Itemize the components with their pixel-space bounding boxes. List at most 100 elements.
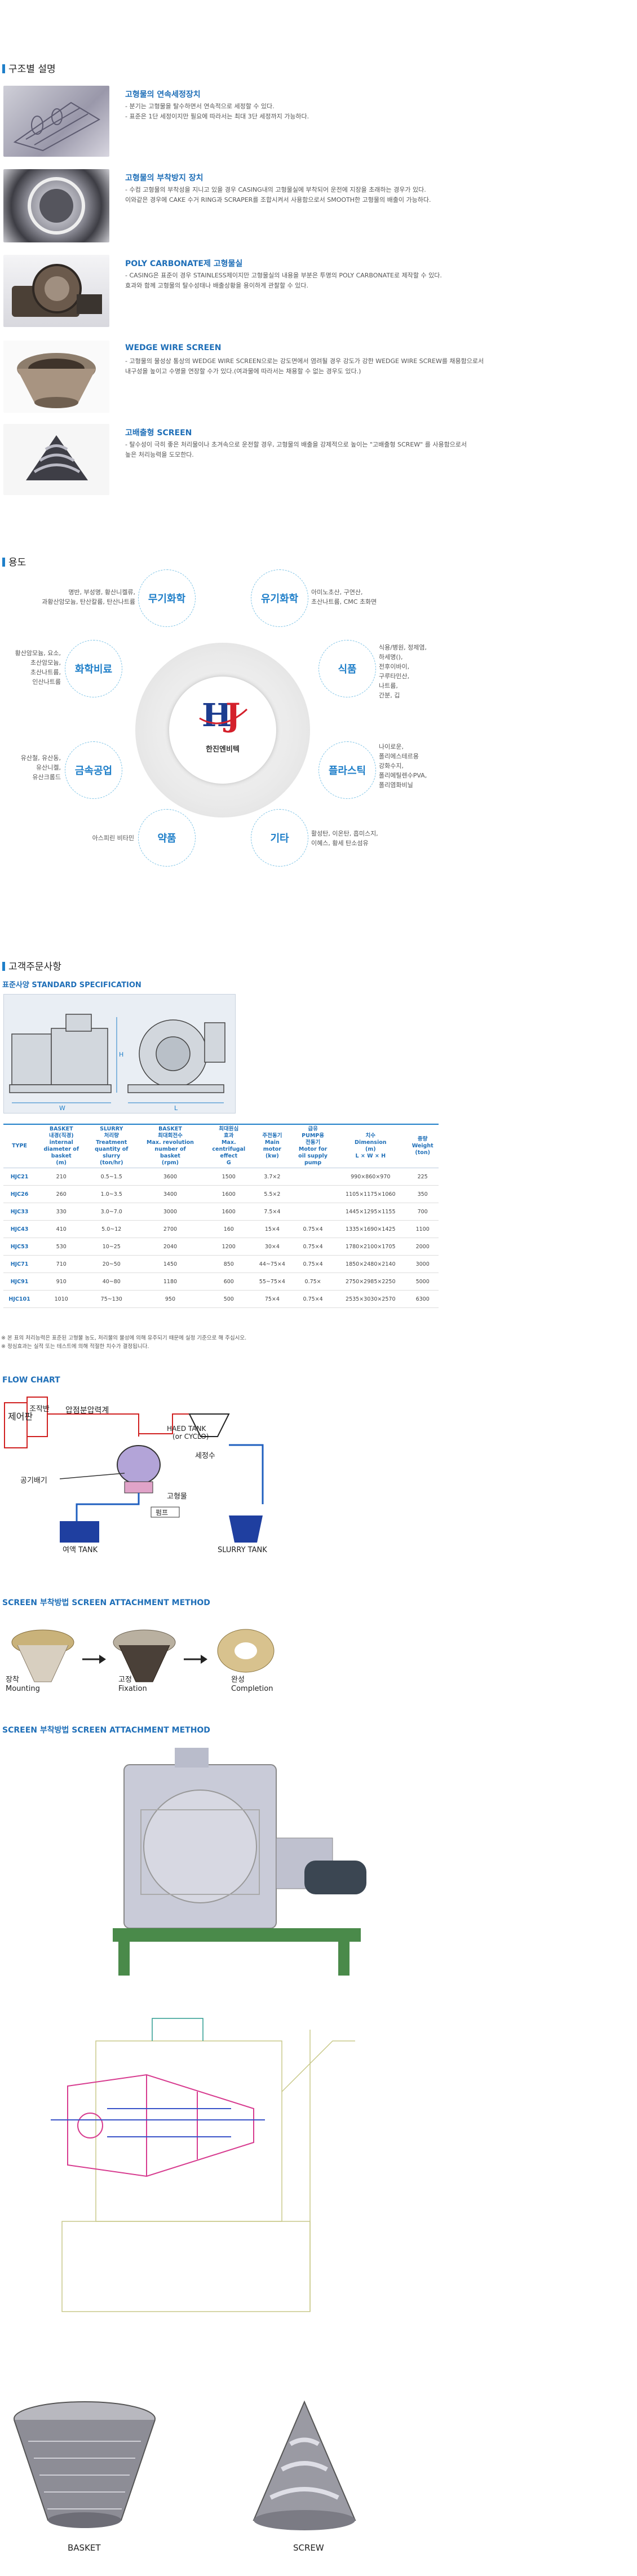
solids-label: 고형물	[167, 1492, 187, 1501]
use-label: 화학비료	[74, 664, 113, 675]
spec-cell: 6300	[406, 1290, 439, 1308]
section-title-structure: 구조별 설명	[2, 61, 56, 75]
spec-cell: 30×4	[253, 1238, 291, 1256]
pressure-gauge-label: 압점분압력계	[65, 1406, 109, 1415]
spec-header: 중량 Weight (ton)	[406, 1124, 439, 1168]
spec-cell: 260	[36, 1185, 87, 1203]
spec-cell: 44~75×4	[253, 1255, 291, 1273]
spec-cell: 2040	[136, 1238, 205, 1256]
anti-adhesion-device-image	[3, 169, 109, 242]
section-title-uses: 용도	[2, 554, 26, 568]
cross-section-drawing	[17, 2007, 383, 2323]
basket-photo	[6, 2396, 163, 2537]
use-inorganic: 무기화학	[138, 569, 196, 627]
spec-cell: 2000	[406, 1238, 439, 1256]
spec-cell: 1850×2480×2140	[334, 1255, 407, 1273]
feature-line: - 고형물의 물성상 통상의 WEDGE WIRE SCREEN으로는 강도면에…	[125, 357, 484, 365]
spec-cell: 10~25	[87, 1238, 136, 1256]
feature-line: 내구성을 높이고 수명을 연장할 수가 있다.(여과물에 따라서는 채용할 수 …	[125, 368, 361, 375]
spec-header: BASKET 최대회전수 Max. revolution number of b…	[136, 1124, 205, 1168]
spec-cell: 75×4	[253, 1290, 291, 1308]
feature-line: - 탈수성이 극히 좋은 처리물이나 초겨속으로 운전할 경우, 고형물의 배출…	[125, 441, 467, 448]
spec-cell: 1200	[204, 1238, 253, 1256]
feature-line: 이와같은 경우에 CAKE 수거 RING과 SCRAPER를 조합시켜서 사용…	[125, 196, 431, 204]
spec-cell: 1600	[204, 1203, 253, 1221]
spec-cell: 1335×1690×1425	[334, 1220, 407, 1238]
spec-cell: 1105×1175×1060	[334, 1185, 407, 1203]
spec-cell: 210	[36, 1168, 87, 1186]
spec-cell: 910	[36, 1272, 87, 1291]
operation-panel-label: 조작반	[29, 1405, 50, 1413]
use-desc: 아스피린 비타민	[92, 834, 134, 842]
spec-cell: 3000	[136, 1203, 205, 1221]
spec-cell: 1450	[136, 1255, 205, 1273]
spec-cell: 5.0~12	[87, 1220, 136, 1238]
spec-cell: 0.75×4	[291, 1220, 335, 1238]
spec-cell: 500	[204, 1290, 253, 1308]
spec-cell: 530	[36, 1238, 87, 1256]
spec-cell: 3000	[406, 1255, 439, 1273]
section-title-order: 고객주문사항	[2, 958, 61, 973]
spec-cell: 3600	[136, 1168, 205, 1186]
spec-cell: 2535×3030×2570	[334, 1290, 407, 1308]
use-desc: 식용/병원, 정제염,하세명(),전후이바이,구루타민산,나트륨,간분, 깁	[379, 644, 427, 699]
feature-title: 고형물의 연속세정장치	[125, 90, 201, 99]
model-cell: HJC53	[3, 1238, 36, 1256]
high-discharge-screen-image	[3, 424, 109, 495]
spec-cell: 15×4	[253, 1220, 291, 1238]
use-metal: 금속공업	[65, 741, 122, 799]
head-tank-label: HAED TANK	[167, 1425, 206, 1433]
pump-label: 펌프	[156, 1509, 168, 1517]
spec-cell: 410	[36, 1220, 87, 1238]
use-food: 식품	[319, 640, 376, 697]
spec-cell: 3.7×2	[253, 1168, 291, 1186]
dim-label-w: W	[59, 1104, 65, 1112]
spec-cell	[291, 1168, 335, 1186]
model-cell: HJC43	[3, 1220, 36, 1238]
spec-cell: 5000	[406, 1272, 439, 1291]
spec-cell: 0.75×4	[291, 1290, 335, 1308]
spec-cell: 3.0~7.0	[87, 1203, 136, 1221]
spec-cell: 700	[406, 1203, 439, 1221]
screw-label: SCREW	[293, 2543, 324, 2553]
feature-line: - 표준은 1단 세정이지만 필요에 따라서는 최대 3단 세정까지 가능하다.	[125, 113, 309, 120]
spec-cell: 1780×2100×1705	[334, 1238, 407, 1256]
screw-photo	[225, 2391, 383, 2537]
spec-cell: 20~50	[87, 1255, 136, 1273]
model-cell: HJC33	[3, 1203, 36, 1221]
spec-drawing: W L H	[3, 994, 236, 1114]
spec-note: ※ 정심효과는 실적 또는 테스트에 의해 적절한 치수가 결정됩니다.	[1, 1344, 149, 1350]
spec-cell: 3400	[136, 1185, 205, 1203]
washing-device-image	[3, 86, 109, 157]
wash-water-label: 세정수	[195, 1452, 215, 1460]
use-label: 약품	[157, 833, 176, 845]
spec-cell	[291, 1185, 335, 1203]
spec-header: TYPE	[3, 1124, 36, 1168]
feature-line: - CASING은 표준이 경우 STAINLESS제이지만 고형물실의 내용을…	[125, 272, 442, 279]
use-plastic: 플라스틱	[319, 741, 376, 799]
use-organic: 유기화학	[251, 569, 308, 627]
spec-cell: 0.75×4	[291, 1238, 335, 1256]
spec-cell: 5.5×2	[253, 1185, 291, 1203]
feature-title: 고형물의 부착방지 장치	[125, 174, 204, 183]
use-label: 식품	[338, 664, 357, 675]
use-label: 금속공업	[74, 765, 113, 777]
spec-cell: 1.0~3.5	[87, 1185, 136, 1203]
use-desc: 유산철, 유산동,유산니켈,유산크롬드	[20, 754, 61, 781]
spec-cell: 850	[204, 1255, 253, 1273]
spec-cell: 330	[36, 1203, 87, 1221]
spec-cell: 1010	[36, 1290, 87, 1308]
use-desc: 활성탄, 이온탄, 흡미스지,이혜스, 황세 탄소섬유	[311, 830, 378, 847]
spec-header: 최대원심 효과 Max. centrifugal effect G	[204, 1124, 253, 1168]
model-cell: HJC71	[3, 1255, 36, 1273]
spec-cell: 7.5×4	[253, 1203, 291, 1221]
spec-cell: 350	[406, 1185, 439, 1203]
spec-cell: 55~75×4	[253, 1272, 291, 1291]
spec-header: BASKET 내경(직경) internal diameter of baske…	[36, 1124, 87, 1168]
